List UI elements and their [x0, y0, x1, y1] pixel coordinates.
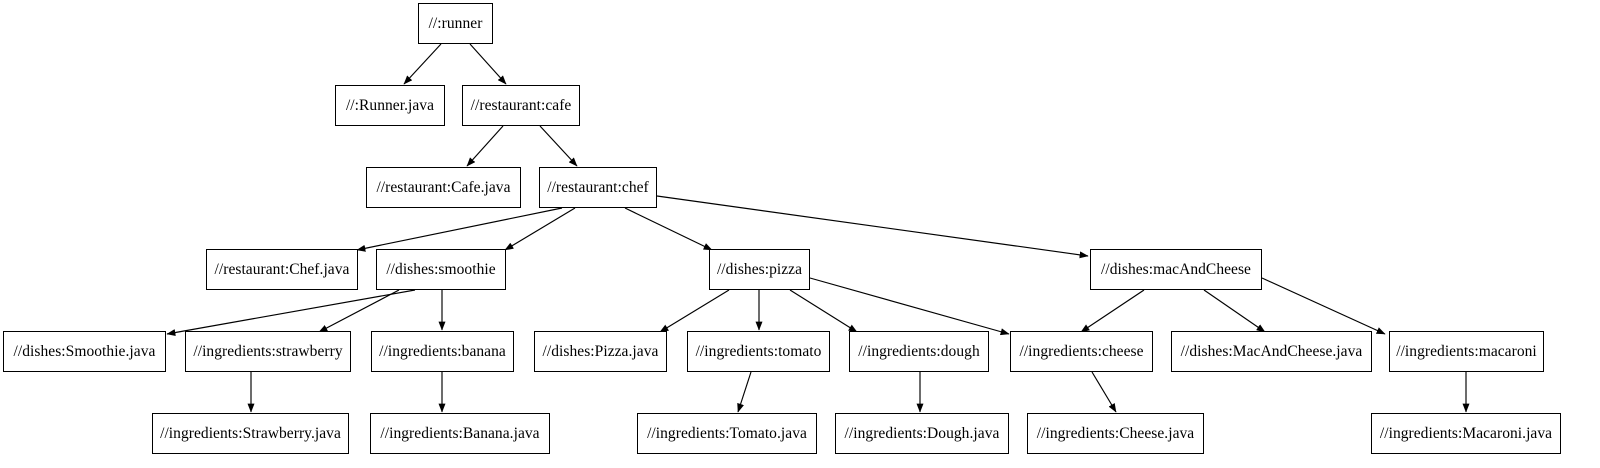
- graph-node-label: //ingredients:strawberry: [193, 342, 343, 360]
- graph-node-label: //ingredients:Dough.java: [844, 424, 1000, 442]
- graph-edge-runner-to-cafe: [469, 43, 507, 85]
- graph-node-label: //dishes:macAndCheese: [1101, 260, 1251, 278]
- graph-node-macandcheese_java[interactable]: //dishes:MacAndCheese.java: [1171, 331, 1372, 372]
- graph-node-label: //restaurant:Cafe.java: [376, 178, 511, 196]
- graph-node-label: //dishes:smoothie: [386, 260, 496, 278]
- graph-node-label: //ingredients:Macaroni.java: [1379, 424, 1553, 442]
- graph-node-smoothie[interactable]: //dishes:smoothie: [376, 249, 506, 290]
- graph-node-cheese[interactable]: //ingredients:cheese: [1010, 331, 1153, 372]
- graph-node-cafe_java[interactable]: //restaurant:Cafe.java: [366, 167, 521, 208]
- graph-edge-tomato-to-tomato_java: [737, 371, 752, 413]
- graph-edge-chef-to-smoothie: [504, 207, 576, 251]
- graph-edge-macandcheese-to-macandcheese_java: [1203, 289, 1266, 333]
- graph-node-banana_java[interactable]: //ingredients:Banana.java: [370, 413, 550, 454]
- graph-node-strawberry_java[interactable]: //ingredients:Strawberry.java: [152, 413, 349, 454]
- graph-node-tomato[interactable]: //ingredients:tomato: [687, 331, 830, 372]
- graph-edge-chef-to-pizza: [624, 207, 713, 251]
- graph-node-label: //ingredients:dough: [858, 342, 980, 360]
- graph-node-label: //restaurant:cafe: [470, 96, 572, 114]
- graph-edge-chef-to-macandcheese: [656, 195, 1089, 259]
- graph-edge-macandcheese-to-macaroni: [1261, 277, 1386, 335]
- graph-edge-pizza-to-dough: [789, 289, 858, 333]
- graph-node-label: //ingredients:Banana.java: [380, 424, 540, 442]
- graph-node-label: //dishes:Smoothie.java: [13, 342, 156, 360]
- graph-node-label: //ingredients:Strawberry.java: [160, 424, 341, 442]
- graph-edge-macandcheese-to-cheese: [1080, 289, 1145, 333]
- graph-edge-runner-to-runner_java: [403, 43, 442, 85]
- graph-node-label: //dishes:pizza: [716, 260, 803, 278]
- graph-node-label: //ingredients:tomato: [695, 342, 822, 360]
- graph-edge-smoothie-to-smoothie_java: [166, 289, 416, 336]
- graph-node-label: //restaurant:chef: [547, 178, 649, 196]
- graph-node-label: //ingredients:banana: [379, 342, 506, 360]
- graph-edge-chef-to-chef_java: [356, 207, 563, 252]
- graph-node-label: //restaurant:Chef.java: [214, 260, 350, 278]
- graph-node-pizza[interactable]: //dishes:pizza: [709, 249, 810, 290]
- graph-edge-cafe-to-cafe_java: [466, 125, 504, 167]
- graph-node-strawberry[interactable]: //ingredients:strawberry: [185, 331, 351, 372]
- graph-edge-pizza-to-pizza_java: [659, 289, 730, 333]
- graph-edge-cafe-to-chef: [539, 125, 578, 167]
- graph-edge-cheese-to-cheese_java: [1091, 371, 1117, 413]
- graph-node-runner[interactable]: //:runner: [418, 3, 493, 44]
- graph-node-label: //ingredients:macaroni: [1396, 342, 1537, 360]
- graph-node-chef_java[interactable]: //restaurant:Chef.java: [206, 249, 358, 290]
- graph-edge-pizza-to-cheese: [809, 277, 1010, 336]
- graph-node-chef[interactable]: //restaurant:chef: [539, 167, 657, 208]
- graph-node-label: //:runner: [428, 14, 483, 32]
- graph-edge-smoothie-to-strawberry: [318, 289, 400, 333]
- graph-node-banana[interactable]: //ingredients:banana: [371, 331, 514, 372]
- graph-node-smoothie_java[interactable]: //dishes:Smoothie.java: [3, 331, 166, 372]
- graph-node-runner_java[interactable]: //:Runner.java: [335, 85, 445, 126]
- graph-node-dough[interactable]: //ingredients:dough: [849, 331, 989, 372]
- graph-node-macandcheese[interactable]: //dishes:macAndCheese: [1090, 249, 1262, 290]
- graph-node-label: //ingredients:Cheese.java: [1036, 424, 1195, 442]
- graph-node-label: //dishes:MacAndCheese.java: [1180, 342, 1363, 360]
- graph-node-cafe[interactable]: //restaurant:cafe: [462, 85, 580, 126]
- graph-node-label: //ingredients:Tomato.java: [647, 424, 807, 442]
- graph-node-macaroni[interactable]: //ingredients:macaroni: [1389, 331, 1544, 372]
- graph-node-dough_java[interactable]: //ingredients:Dough.java: [835, 413, 1009, 454]
- graph-node-label: //ingredients:cheese: [1019, 342, 1144, 360]
- graph-node-tomato_java[interactable]: //ingredients:Tomato.java: [637, 413, 817, 454]
- graph-node-pizza_java[interactable]: //dishes:Pizza.java: [534, 331, 667, 372]
- graph-node-cheese_java[interactable]: //ingredients:Cheese.java: [1027, 413, 1204, 454]
- graph-node-label: //dishes:Pizza.java: [542, 342, 659, 360]
- graph-node-label: //:Runner.java: [345, 96, 435, 114]
- graph-node-macaroni_java[interactable]: //ingredients:Macaroni.java: [1371, 413, 1561, 454]
